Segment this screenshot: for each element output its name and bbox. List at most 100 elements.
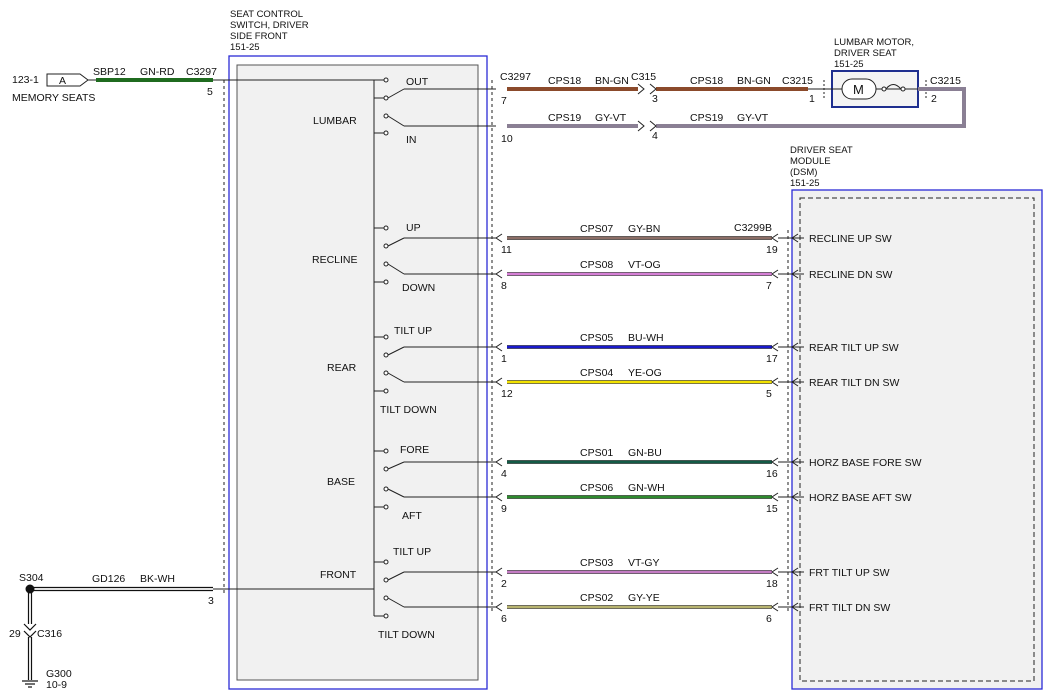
inline-pin: 4 <box>652 130 658 142</box>
ground-label: G300 <box>46 668 72 680</box>
wire-sw-pin: 4 <box>501 468 507 480</box>
wire-terminal-arrow <box>791 492 799 502</box>
wire-terminal-arrow <box>495 377 503 387</box>
wire-dsm-pin: 7 <box>766 280 772 292</box>
wire-color: GN-BU <box>628 447 662 459</box>
wire-sw-pin: 8 <box>501 280 507 292</box>
lumbar-wire-cps19: 10 CPS19 GY-VT 4 CPS19 GY-VT <box>501 87 966 145</box>
ground-circuit: GD126 <box>92 573 125 585</box>
ground-connector-pin: 29 <box>9 628 21 640</box>
switch-position-label: AFT <box>402 510 422 522</box>
inline-pin: 3 <box>652 93 658 105</box>
wire-sw-pin: 7 <box>501 95 507 107</box>
lumbar-wire-cps18: C3297 7 CPS18 BN-GN C315 3 CPS18 BN-GN C… <box>500 71 832 107</box>
wire-sw-pin: 6 <box>501 613 507 625</box>
power-pin: 5 <box>207 86 213 98</box>
wire-circuit: CPS08 <box>580 259 613 271</box>
wire-color: VT-OG <box>628 259 661 271</box>
wire-circuit: CPS19 <box>548 112 581 124</box>
switch-title-line: SWITCH, DRIVER <box>230 20 309 31</box>
switch-position-label: DOWN <box>402 282 435 294</box>
switch-section-base: BASE FORE AFT <box>327 444 496 522</box>
wire-terminal-arrow <box>495 457 503 467</box>
ground-connector: C316 <box>37 628 62 640</box>
wire-sw-connector: C3297 <box>500 71 531 83</box>
wire-terminal-arrow <box>771 492 779 502</box>
module-connector: C3299B <box>734 222 772 234</box>
wire-color: GN-WH <box>628 482 665 494</box>
wire-sw-pin: 1 <box>501 353 507 365</box>
switch-title-line: SEAT CONTROL <box>230 9 303 20</box>
switch-section-recline: RECLINE UP DOWN <box>312 222 496 294</box>
module-title-line: MODULE <box>790 156 831 167</box>
power-feed-source: MEMORY SEATS <box>12 92 95 104</box>
motor-connector-label: C3215 <box>782 75 813 87</box>
wire-terminal-arrow <box>495 342 503 352</box>
wire-terminal-arrow <box>771 602 779 612</box>
ground-pin: 3 <box>208 595 214 607</box>
wire-color: YE-OG <box>628 367 662 379</box>
wire-terminal-arrow <box>495 602 503 612</box>
wire-color: GY-BN <box>628 223 660 235</box>
wire-terminal-arrow <box>495 567 503 577</box>
ground-feed: S304 GD126 BK-WH 3 29 C316 G300 10-9 <box>9 572 224 691</box>
module-input-label: FRT TILT DN SW <box>809 602 890 614</box>
wire-dsm-pin: 17 <box>766 353 778 365</box>
wire-color: GY-VT <box>595 112 627 124</box>
wire-terminal-arrow <box>791 457 799 467</box>
wire-circuit: CPS02 <box>580 592 613 604</box>
connector-tag <box>46 73 89 87</box>
motor-pin: 2 <box>931 93 937 105</box>
wire-sw-pin: 2 <box>501 578 507 590</box>
module-input-label: HORZ BASE AFT SW <box>809 492 912 504</box>
driver-seat-module: DRIVER SEAT MODULE (DSM) 151-25 C3299B <box>734 145 1043 690</box>
wire-dsm-pin: 15 <box>766 503 778 515</box>
switch-function-label: BASE <box>327 476 355 488</box>
wire-sw-pin: 10 <box>501 133 513 145</box>
wire-circuit: CPS05 <box>580 332 613 344</box>
wire-color: GY-VT <box>737 112 769 124</box>
power-feed: 123-1 A MEMORY SEATS SBP12 GN-RD C3297 5 <box>12 66 224 104</box>
switch-function-label: RECLINE <box>312 254 358 266</box>
switch-position-label: TILT UP <box>394 325 432 337</box>
wire-dsm-pin: 18 <box>766 578 778 590</box>
module-input-label: REAR TILT DN SW <box>809 377 900 389</box>
switch-function-label: REAR <box>327 362 357 374</box>
wire-color: BN-GN <box>595 75 629 87</box>
switch-section-rear: REAR TILT UP TILT DOWN <box>327 325 496 416</box>
wire-dsm-pin: 5 <box>766 388 772 400</box>
switch-position-label: TILT UP <box>393 546 431 558</box>
wire-sw-pin: 9 <box>501 503 507 515</box>
ground-ref: 10-9 <box>46 679 67 691</box>
wire-terminal-arrow <box>771 377 779 387</box>
wire-circuit: CPS18 <box>548 75 581 87</box>
ground-color: BK-WH <box>140 573 175 585</box>
wire-circuit: CPS19 <box>690 112 723 124</box>
switch-position-label: UP <box>406 222 421 234</box>
module-outline <box>791 189 1043 690</box>
wire-terminal-arrow <box>791 233 799 243</box>
motor-pin: 1 <box>809 93 815 105</box>
module-title-line: DRIVER SEAT <box>790 145 853 156</box>
ground-splice-node <box>25 584 35 594</box>
motor-title-line: 151-25 <box>834 59 864 70</box>
wire-terminal-arrow <box>791 602 799 612</box>
module-title-line: (DSM) <box>790 167 817 178</box>
wire-circuit: CPS18 <box>690 75 723 87</box>
module-input-label: FRT TILT UP SW <box>809 567 890 579</box>
motor-connector: C3215 <box>930 75 961 87</box>
wire-terminal-arrow <box>771 233 779 243</box>
module-input-label: RECLINE UP SW <box>809 233 892 245</box>
wire-sw-pin: 12 <box>501 388 513 400</box>
motor-title-line: DRIVER SEAT <box>834 48 897 59</box>
switch-outline <box>228 55 488 690</box>
wire-color: BU-WH <box>628 332 664 344</box>
power-splice-label: SBP12 <box>93 66 126 78</box>
wire-terminal-arrow <box>791 567 799 577</box>
power-wire-color: GN-RD <box>140 66 175 78</box>
wire-terminal-arrow <box>495 269 503 279</box>
switch-position-label: TILT DOWN <box>378 629 435 641</box>
